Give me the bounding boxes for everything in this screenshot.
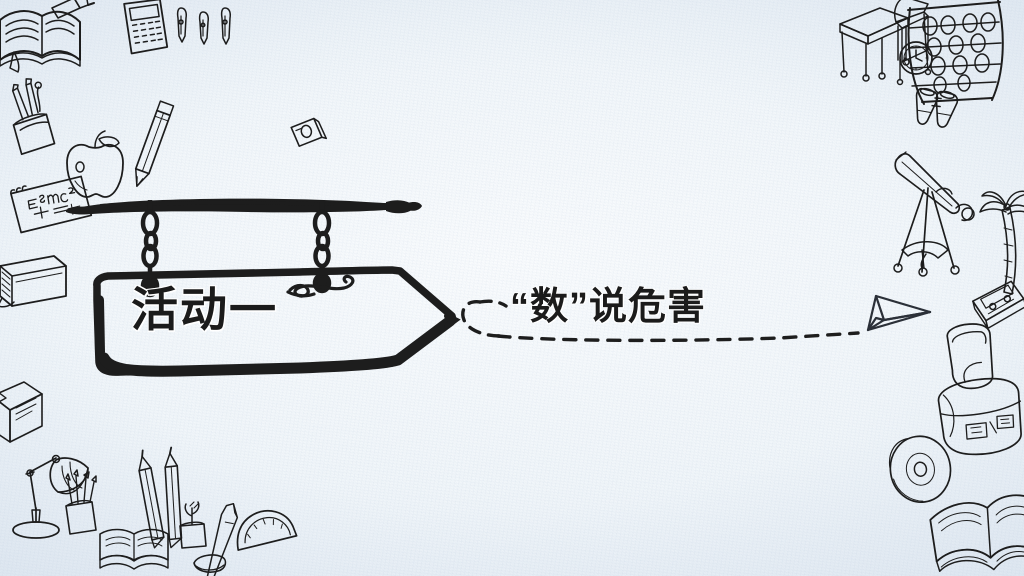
sign-hanger-bar: [66, 198, 422, 215]
dashed-connector: [461, 299, 860, 343]
sign-title: 活动一: [131, 283, 278, 336]
paper-plane-icon: [866, 294, 932, 332]
sign-hook-squiggle: [286, 274, 355, 298]
sign-chain-right: [312, 202, 332, 294]
sign-chain-left: [140, 200, 160, 298]
signboard-shape: [93, 266, 461, 377]
callout-subtitle: “数”说危害: [510, 286, 707, 328]
